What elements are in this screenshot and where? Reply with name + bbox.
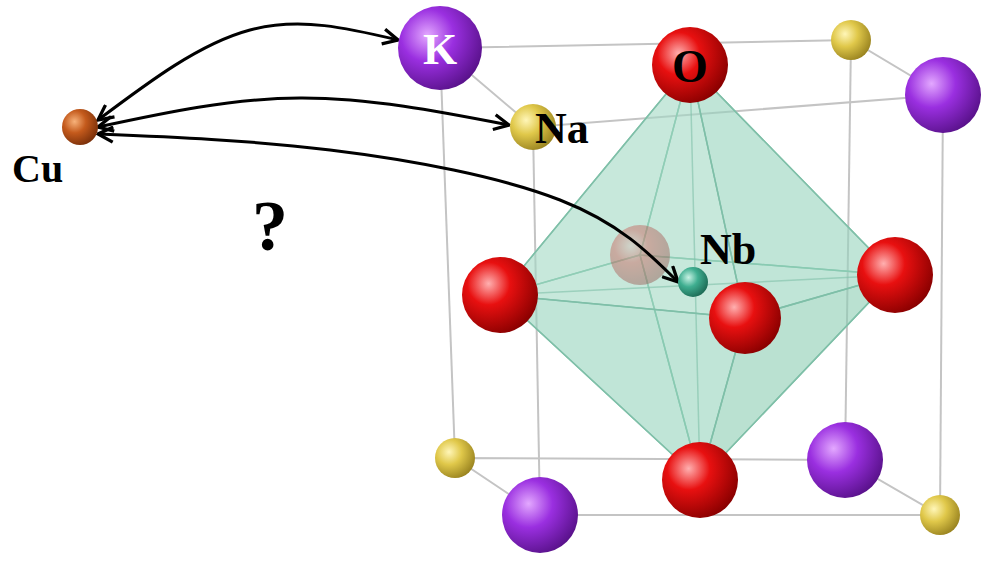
cu-atom: Cu: [12, 103, 98, 189]
cell-edge: [940, 95, 943, 515]
na-atom: [920, 495, 960, 535]
nbo6-octahedron-front: [500, 65, 895, 480]
nbo6-octahedron: [500, 65, 895, 480]
o-atom: [662, 442, 738, 518]
na-atom: Na: [509, 103, 589, 151]
atom-label: K: [423, 28, 457, 72]
cell-edge: [440, 48, 455, 458]
atom-sphere-fill: [398, 6, 482, 90]
atom-label: Na: [535, 107, 589, 151]
atom-label: O: [672, 44, 708, 90]
atom-label: Nb: [700, 228, 756, 272]
octahedron-face: [700, 275, 895, 480]
k-atom: K: [398, 6, 482, 90]
atom-sphere-fill: [652, 27, 728, 103]
o-atom: [857, 237, 933, 313]
k-atom: [502, 477, 578, 553]
double-arrow: [98, 134, 678, 282]
double-arrow: [98, 24, 398, 120]
nb-atom: Nb: [678, 228, 756, 297]
na-atom: [831, 20, 871, 60]
k-atom: [905, 57, 981, 133]
atom-sphere: [12, 103, 98, 145]
atom-sphere-fill: [62, 109, 98, 145]
o-atom: [709, 282, 781, 354]
o-atom: [462, 257, 538, 333]
edge-label: ?: [252, 190, 288, 262]
na-atom: [435, 438, 475, 478]
double-arrow: [98, 98, 509, 127]
k-atom: [807, 422, 883, 498]
o-atom: O: [652, 27, 728, 103]
atom-label: Cu: [12, 149, 63, 189]
